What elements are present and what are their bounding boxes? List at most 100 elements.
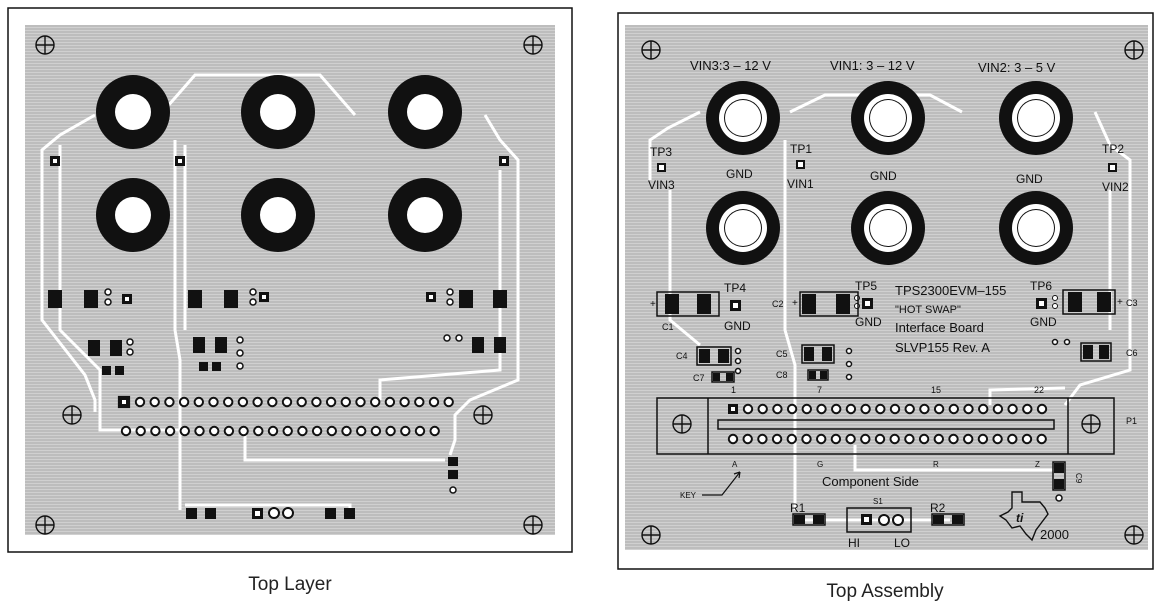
row-letter-g: G bbox=[817, 460, 823, 469]
connector-pin bbox=[297, 425, 308, 437]
connector-pin bbox=[209, 425, 220, 437]
top-layer-panel: Top Layer bbox=[7, 7, 573, 595]
tp6-net: GND bbox=[1030, 315, 1057, 329]
connector-p1: P1 1 7 15 22 A G R Z bbox=[656, 385, 1137, 469]
resistors: R1 R2 bbox=[790, 501, 965, 526]
connector-pin bbox=[134, 396, 146, 408]
caption-top-assembly: Top Assembly bbox=[826, 581, 944, 602]
caption-top-layer: Top Layer bbox=[248, 574, 332, 595]
connector-pin bbox=[267, 396, 278, 408]
connector-pin bbox=[992, 403, 1004, 415]
switch-hi-label: HI bbox=[848, 536, 860, 550]
connector-pin bbox=[429, 425, 440, 437]
vias-top-layer bbox=[104, 288, 463, 494]
assembly-pin-row-upper bbox=[742, 403, 1048, 415]
gnd-label-2: GND bbox=[870, 169, 897, 183]
vin2-input-label: VIN2: 3 – 5 V bbox=[978, 60, 1056, 75]
connector-pin bbox=[238, 425, 249, 437]
small-vias-assembly bbox=[734, 338, 1071, 502]
row-letter-r: R bbox=[933, 460, 939, 469]
connector-pin bbox=[223, 396, 234, 408]
switch-lo-label: LO bbox=[894, 536, 910, 550]
board-title-block: TPS2300EVM–155 "HOT SWAP" Interface Boar… bbox=[895, 283, 1006, 355]
board-title-line-4: SLVP155 Rev. A bbox=[895, 340, 990, 355]
connector-pin bbox=[889, 433, 900, 445]
connector-pin bbox=[860, 433, 871, 445]
connector-pin bbox=[1007, 433, 1018, 445]
connector-pin bbox=[933, 403, 945, 415]
connector-pin bbox=[816, 403, 827, 415]
connector-pin bbox=[443, 396, 454, 408]
connector-pin bbox=[341, 425, 352, 437]
connector-pin bbox=[948, 433, 959, 445]
connector-pin bbox=[786, 403, 798, 415]
connector-pin bbox=[428, 396, 440, 408]
connector-pin bbox=[889, 403, 901, 415]
connector-pin bbox=[208, 396, 219, 408]
tp4-net: GND bbox=[724, 319, 751, 333]
connector-pin bbox=[1036, 403, 1048, 415]
connector-pin bbox=[385, 425, 396, 437]
connector-pin bbox=[355, 396, 366, 408]
connector-pin bbox=[193, 396, 205, 408]
board-title-line-1: TPS2300EVM–155 bbox=[895, 283, 1006, 298]
connector-pin bbox=[874, 433, 886, 445]
connector-pins-top-layer bbox=[117, 395, 131, 409]
connector-pin bbox=[282, 425, 293, 437]
square-pads-top-layer bbox=[122, 292, 436, 519]
connector-pin bbox=[135, 425, 146, 437]
connector-pin bbox=[757, 403, 768, 415]
input-voltage-labels: VIN3:3 – 12 V VIN1: 3 – 12 V VIN2: 3 – 5… bbox=[690, 58, 1056, 186]
pin-number-7: 7 bbox=[817, 385, 822, 395]
connector-pin bbox=[771, 433, 783, 445]
connector-pin bbox=[831, 403, 842, 415]
connector-pin bbox=[742, 433, 753, 445]
connector-pin bbox=[757, 433, 768, 445]
svg-text:+: + bbox=[792, 298, 798, 309]
connector-pin bbox=[816, 433, 827, 445]
tp2-net: VIN2 bbox=[1102, 180, 1129, 194]
tp4-ref: TP4 bbox=[724, 281, 746, 295]
connector-pin bbox=[414, 396, 425, 408]
connector-pin bbox=[801, 403, 812, 415]
tp1-ref: TP1 bbox=[790, 142, 812, 156]
texas-instruments-logo: ti 2000 bbox=[998, 491, 1069, 542]
copper-traces bbox=[40, 73, 520, 515]
connector-pin bbox=[845, 433, 856, 445]
key-marker: KEY bbox=[680, 471, 741, 500]
top-assembly-panel: VIN3:3 – 12 V VIN1: 3 – 12 V VIN2: 3 – 5… bbox=[617, 12, 1154, 602]
connector-pin bbox=[194, 425, 205, 437]
connector-pin bbox=[801, 433, 812, 445]
connector-pin bbox=[875, 403, 886, 415]
connector-pin bbox=[237, 396, 249, 408]
gnd-label-1: GND bbox=[726, 167, 753, 181]
c1-label: C1 bbox=[662, 322, 674, 332]
tp5-net: GND bbox=[855, 315, 882, 329]
connector-pin bbox=[992, 433, 1003, 445]
connector-pin bbox=[918, 433, 930, 445]
vin3-input-label: VIN3:3 – 12 V bbox=[690, 58, 771, 73]
tp3-net: VIN3 bbox=[648, 178, 675, 192]
p1-label: P1 bbox=[1126, 416, 1137, 426]
connector-pin bbox=[223, 425, 235, 437]
connector-pin bbox=[919, 403, 930, 415]
pin-number-1: 1 bbox=[731, 385, 736, 395]
connector-pin bbox=[845, 403, 857, 415]
connector-pin bbox=[948, 403, 959, 415]
connector-pin bbox=[267, 425, 279, 437]
connector-pin bbox=[904, 403, 915, 415]
year-label: 2000 bbox=[1040, 527, 1069, 542]
component-side-label: Component Side bbox=[822, 474, 919, 489]
connector-pin bbox=[1022, 403, 1033, 415]
pin-number-22: 22 bbox=[1034, 385, 1044, 395]
connector-pin bbox=[356, 425, 367, 437]
c6-label: C6 bbox=[1126, 348, 1138, 358]
capacitors: + C1 + C2 + C3 C4 C5 bbox=[650, 289, 1138, 491]
connector-pin bbox=[1007, 403, 1018, 415]
connector-pin bbox=[164, 425, 176, 437]
connector-pin bbox=[281, 396, 293, 408]
connector-pin bbox=[179, 425, 191, 437]
connector-pin bbox=[772, 403, 783, 415]
key-label: KEY bbox=[680, 491, 697, 500]
connector-pin bbox=[253, 425, 264, 437]
